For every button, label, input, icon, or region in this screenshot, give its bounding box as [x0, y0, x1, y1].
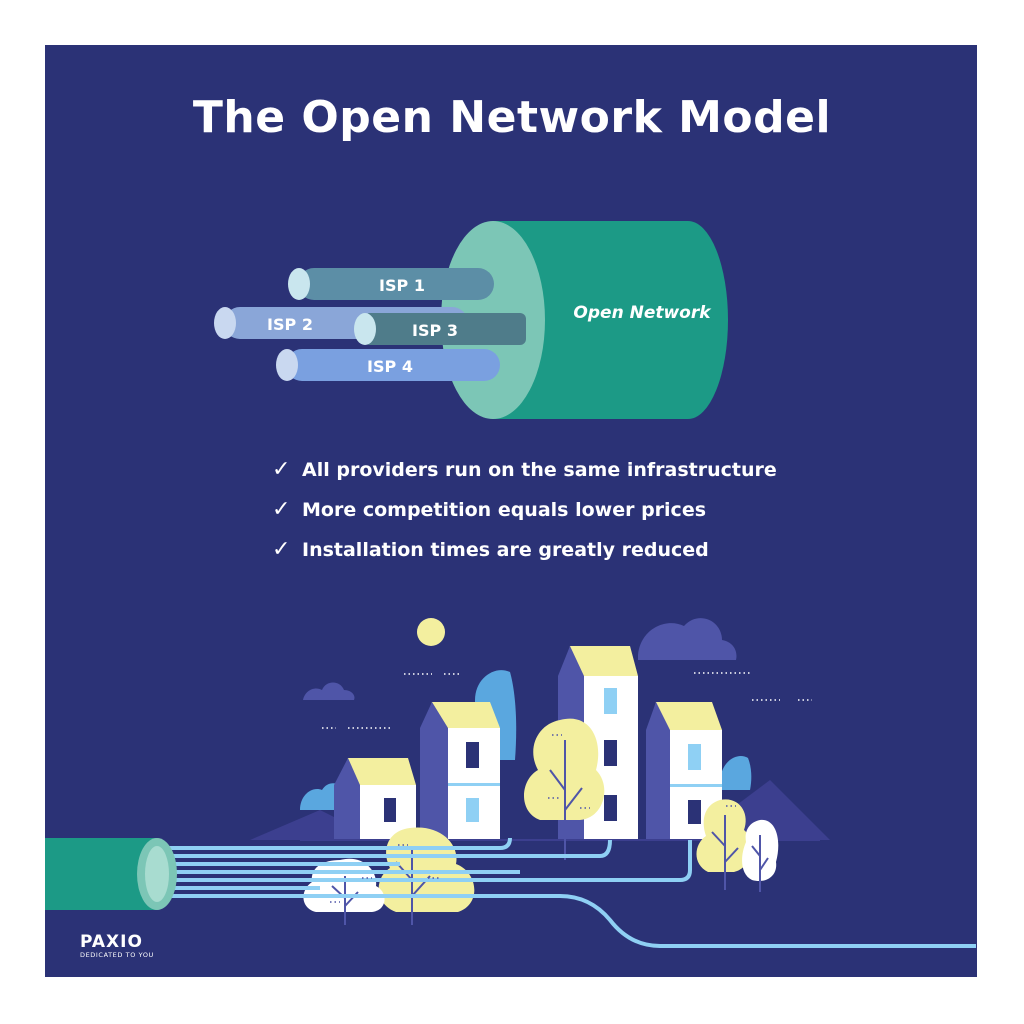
isp-3-tube	[354, 313, 526, 345]
fiber-cylinder	[45, 838, 177, 910]
logo-tagline: DEDICATED TO YOU	[80, 951, 154, 959]
sun-icon	[417, 618, 445, 646]
tree	[378, 827, 475, 925]
building	[334, 758, 416, 840]
isp-4-tube	[276, 349, 500, 381]
paxio-logo: PAXIO DEDICATED TO YOU	[80, 934, 154, 960]
benefit-text: More competition equals lower prices	[302, 499, 707, 521]
benefit-item: ✓ Installation times are greatly reduced	[272, 536, 777, 576]
decor-dots	[322, 672, 812, 729]
benefit-text: Installation times are greatly reduced	[302, 539, 709, 561]
isp-1-label: ISP 1	[379, 276, 425, 295]
benefit-item: ✓ All providers run on the same infrastru…	[272, 456, 777, 496]
tree	[696, 799, 752, 890]
tree	[524, 718, 605, 860]
tree	[742, 819, 779, 892]
open-network-cylinder	[493, 221, 728, 419]
network-diagram: ISP 1 ISP 2 ISP 3 ISP 4 Open Network	[214, 221, 728, 419]
benefit-text: All providers run on the same infrastruc…	[302, 459, 777, 481]
fiber-lines	[165, 837, 976, 948]
building	[420, 702, 500, 840]
background-panel	[45, 45, 977, 977]
isp-4-label: ISP 4	[367, 357, 413, 376]
logo-name: PAXIO	[80, 932, 143, 952]
benefit-item: ✓ More competition equals lower prices	[272, 496, 777, 536]
benefits-list: ✓ All providers run on the same infrastru…	[272, 456, 777, 576]
open-network-label: Open Network	[573, 303, 712, 323]
decor-dots	[330, 734, 736, 903]
check-icon: ✓	[272, 457, 291, 482]
check-icon: ✓	[272, 537, 291, 562]
tree	[303, 858, 385, 925]
page-title: The Open Network Model	[192, 92, 832, 143]
city-scene	[45, 618, 976, 948]
isp-1-tube	[288, 268, 494, 300]
isp-3-label: ISP 3	[412, 321, 458, 340]
isp-2-label: ISP 2	[267, 315, 313, 334]
check-icon: ✓	[272, 497, 291, 522]
cloud-icon	[303, 618, 737, 700]
